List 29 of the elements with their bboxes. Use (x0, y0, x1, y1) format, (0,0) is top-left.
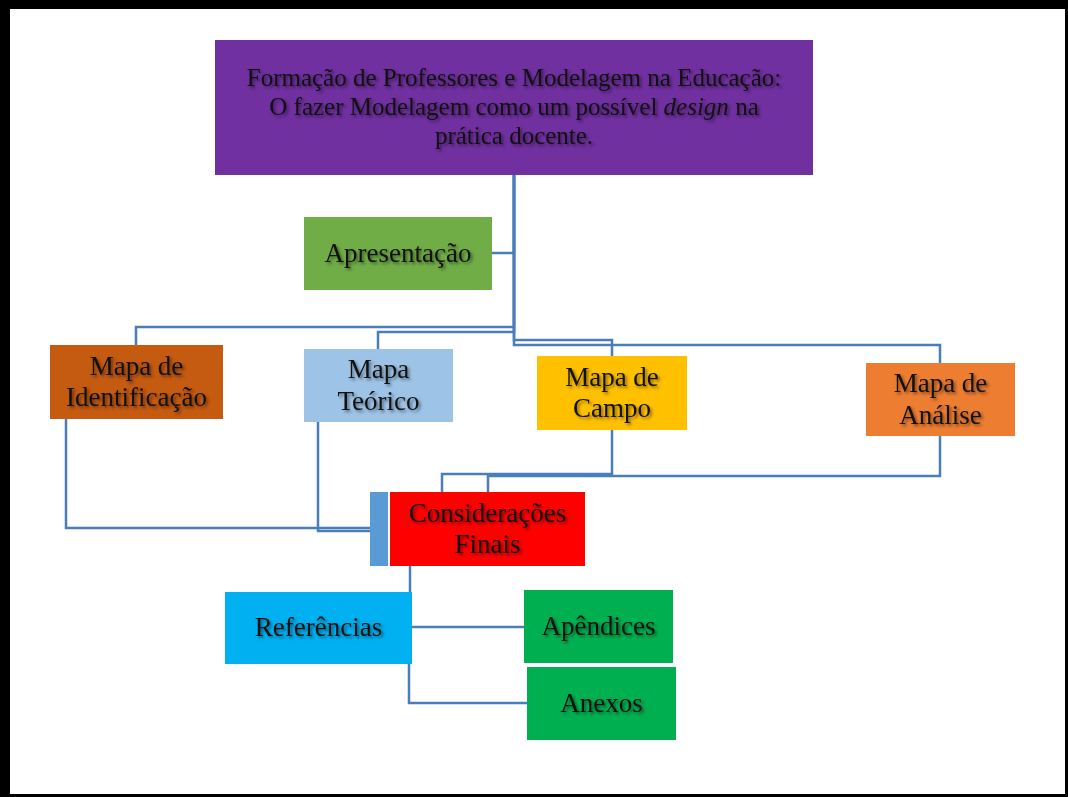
section-label: Mapa de Identificação (65, 350, 208, 414)
section-label: Mapa de Análise (892, 368, 989, 431)
connector-line (412, 625, 524, 629)
section-box (537, 356, 687, 430)
connector-line (64, 419, 370, 530)
connector-line (486, 436, 942, 492)
section-box (225, 592, 412, 664)
section-label: Apresentação (324, 237, 472, 269)
connector-line (407, 664, 527, 705)
section-box (50, 345, 223, 419)
section-label: Considerações Finais (407, 497, 568, 561)
title-box (215, 40, 813, 175)
section-box (304, 349, 453, 422)
section-label: Anexos (560, 687, 643, 719)
title-text: Formação de Professores e Modelagem na Educação: O fazer Modelagem como um possível design na prática docente. (245, 64, 783, 151)
connector-line (440, 430, 614, 492)
section-label: Mapa de Campo (564, 361, 660, 425)
section-label: Apêndices (541, 610, 656, 642)
section-box (390, 492, 585, 566)
section-box (866, 363, 1015, 436)
section-box (524, 590, 673, 663)
connector-line (512, 175, 942, 363)
section-box (304, 217, 492, 290)
section-label: Mapa Teórico (336, 354, 421, 417)
bar-shape (370, 492, 388, 566)
section-label: Referências (254, 612, 383, 644)
connector-line (316, 422, 370, 533)
section-box (527, 667, 676, 740)
connector-line (408, 566, 412, 592)
